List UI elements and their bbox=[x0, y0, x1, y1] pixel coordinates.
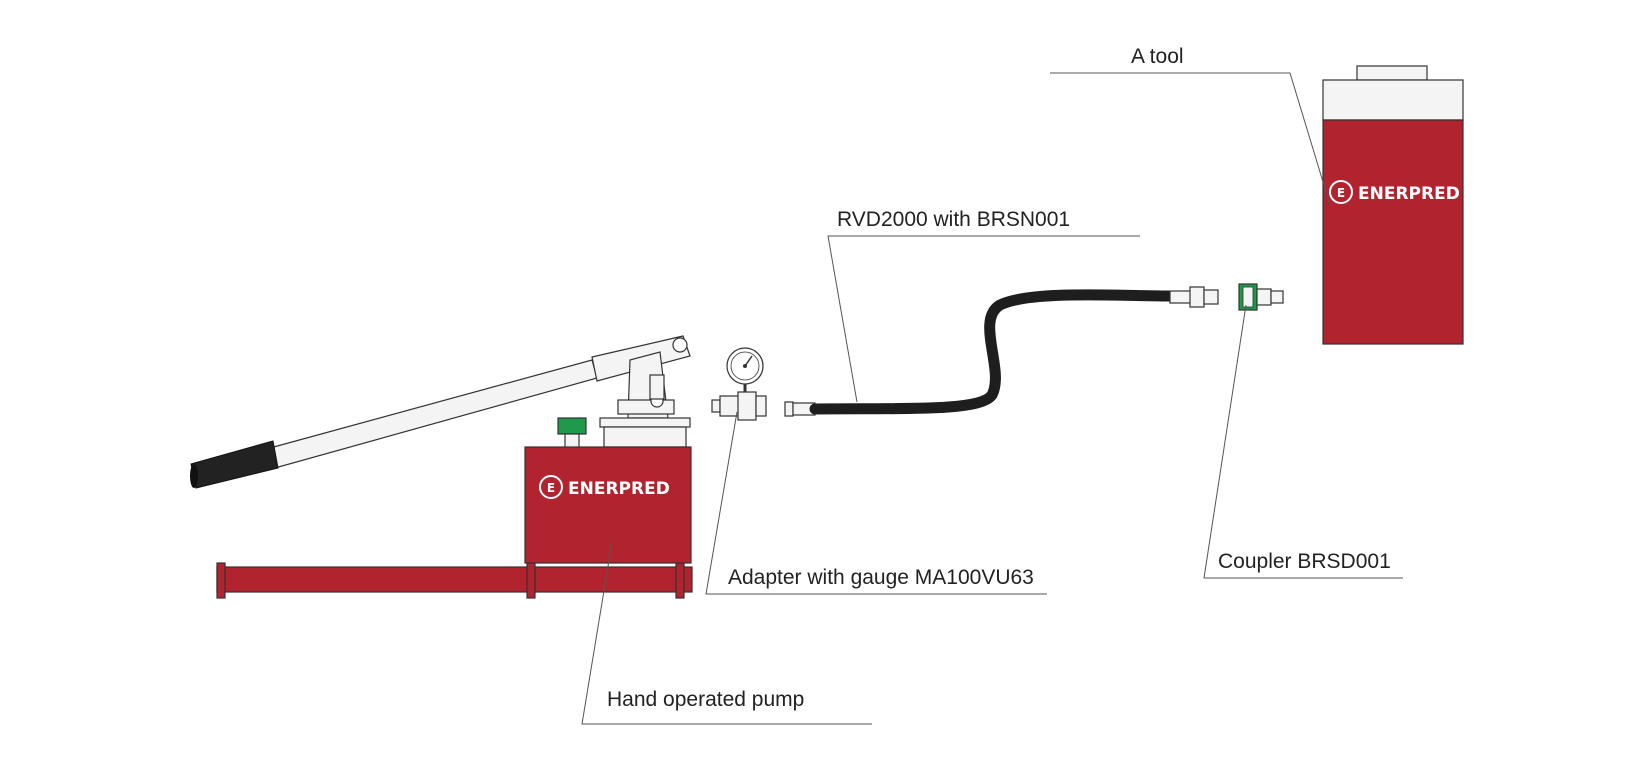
hose-line bbox=[809, 289, 1181, 415]
pump-brand-mark: E bbox=[547, 481, 555, 495]
pump-brand-logo: E ENERPRED bbox=[539, 475, 670, 499]
pump-base-rail bbox=[216, 566, 693, 593]
hydraulic-hose bbox=[784, 286, 1219, 417]
callout-labels: A tool RVD2000 with BRSN001 Coupler BRSD… bbox=[607, 45, 1391, 711]
pump-reservoir bbox=[524, 446, 692, 564]
coupler bbox=[1238, 283, 1284, 311]
label-tool: A tool bbox=[1131, 45, 1184, 68]
label-hose: RVD2000 with BRSN001 bbox=[837, 208, 1070, 231]
tool-brand-mark: E bbox=[1337, 186, 1345, 200]
pump-handle-grip bbox=[190, 440, 279, 489]
label-adapter: Adapter with gauge MA100VU63 bbox=[728, 566, 1034, 589]
tool-brand-logo: E ENERPRED bbox=[1329, 180, 1460, 204]
tool-brand-name: ENERPRED bbox=[1358, 184, 1460, 204]
hydraulic-cylinder-tool: E ENERPRED bbox=[1322, 65, 1464, 345]
label-pump: Hand operated pump bbox=[607, 688, 804, 711]
leader-lines bbox=[581, 72, 1403, 725]
hand-pump: E ENERPRED bbox=[190, 335, 693, 599]
tool-body bbox=[1322, 119, 1464, 345]
pump-filler-cap bbox=[557, 417, 587, 435]
pump-brand-name: ENERPRED bbox=[568, 479, 670, 499]
gauge-adapter bbox=[711, 347, 767, 421]
label-coupler: Coupler BRSD001 bbox=[1218, 550, 1391, 573]
